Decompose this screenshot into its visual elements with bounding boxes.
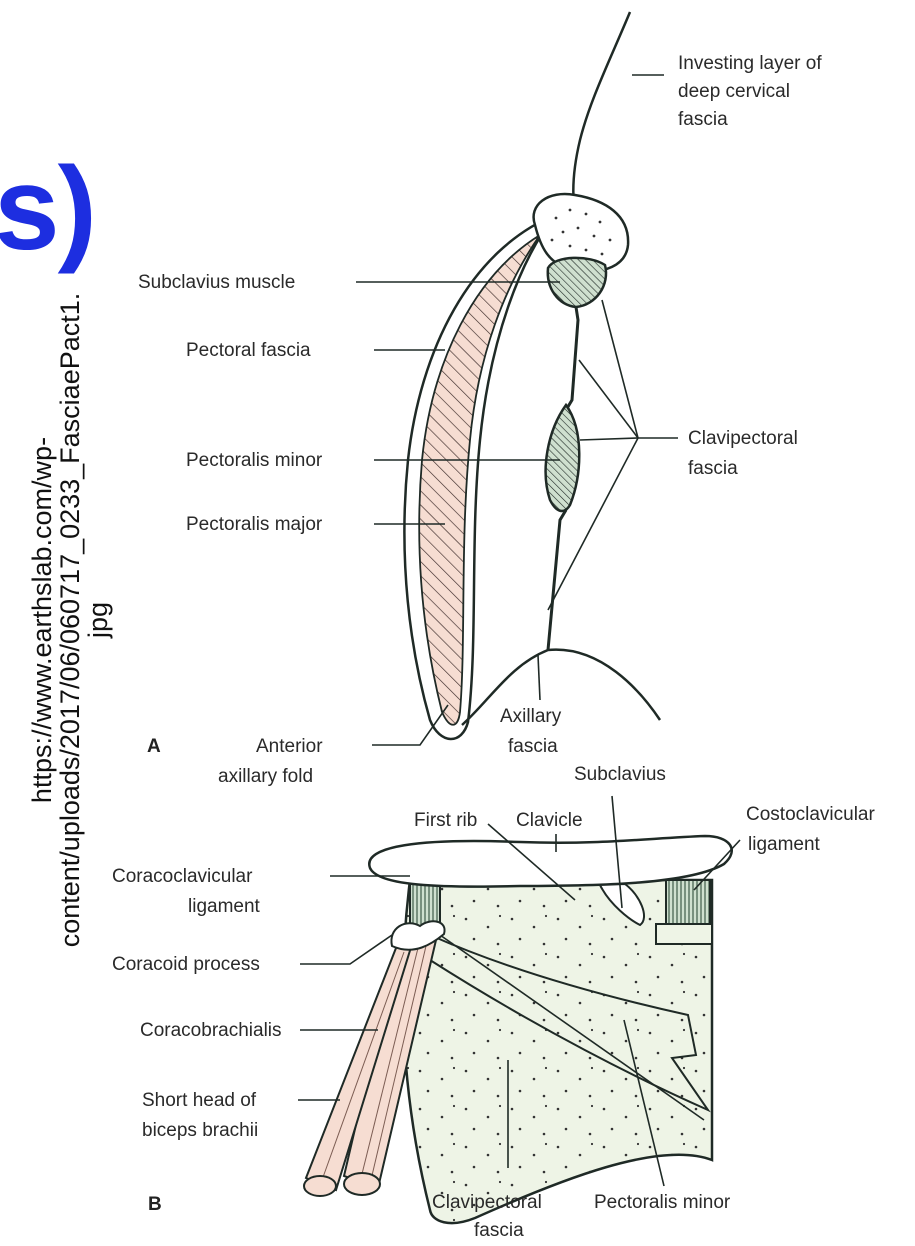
label-pectoralis-minor-a: Pectoralis minor	[186, 450, 323, 471]
label-investing-3: fascia	[678, 109, 728, 130]
label-pectoral-fascia: Pectoral fascia	[186, 340, 311, 361]
label-coracobrachialis: Coracobrachialis	[140, 1020, 282, 1041]
panel-b-letter: B	[148, 1194, 162, 1215]
pectoralis-minor-section	[546, 405, 580, 511]
label-anterior-1: Anterior	[256, 736, 323, 757]
label-investing-1: Investing layer of	[678, 53, 822, 74]
panel-a-letter: A	[147, 736, 161, 757]
pectoralis-major-muscle	[419, 235, 540, 725]
label-coracoid-process: Coracoid process	[112, 954, 260, 975]
label-subclavius-muscle: Subclavius muscle	[138, 272, 295, 293]
label-axillary-2: fascia	[508, 736, 558, 757]
first-rib	[656, 924, 712, 944]
panel-a-leaders	[356, 75, 678, 745]
label-clavipectoral-b-1: Clavipectoral	[432, 1192, 542, 1213]
investing-fascia-line	[573, 12, 630, 205]
panel-b: Subclavius First rib Clavicle Costoclavi…	[112, 764, 875, 1241]
label-pectoralis-minor-b: Pectoralis minor	[594, 1192, 731, 1213]
label-clavipectoral-a-2: fascia	[688, 458, 738, 479]
label-costoclavicular-1: Costoclavicular	[746, 804, 875, 825]
label-coracoclavicular-1: Coracoclavicular	[112, 866, 253, 887]
label-clavipectoral-a-1: Clavipectoral	[688, 428, 798, 449]
label-coracoclavicular-2: ligament	[188, 896, 261, 917]
label-costoclavicular-2: ligament	[748, 834, 821, 855]
biceps-cut-end	[304, 1176, 336, 1196]
label-subclavius-b: Subclavius	[574, 764, 666, 785]
label-clavipectoral-b-2: fascia	[474, 1220, 524, 1241]
label-short-head-1: Short head of	[142, 1090, 257, 1111]
panel-a: Investing layer of deep cervical fascia …	[138, 12, 822, 787]
label-anterior-2: axillary fold	[218, 766, 313, 787]
label-short-head-2: biceps brachii	[142, 1120, 258, 1141]
label-investing-2: deep cervical	[678, 81, 790, 102]
label-axillary-1: Axillary	[500, 706, 562, 727]
costoclavicular-ligament	[666, 880, 710, 924]
label-clavicle: Clavicle	[516, 810, 583, 831]
label-first-rib: First rib	[414, 810, 477, 831]
coracobrachialis-cut-end	[344, 1173, 380, 1195]
label-pectoralis-major: Pectoralis major	[186, 514, 323, 535]
